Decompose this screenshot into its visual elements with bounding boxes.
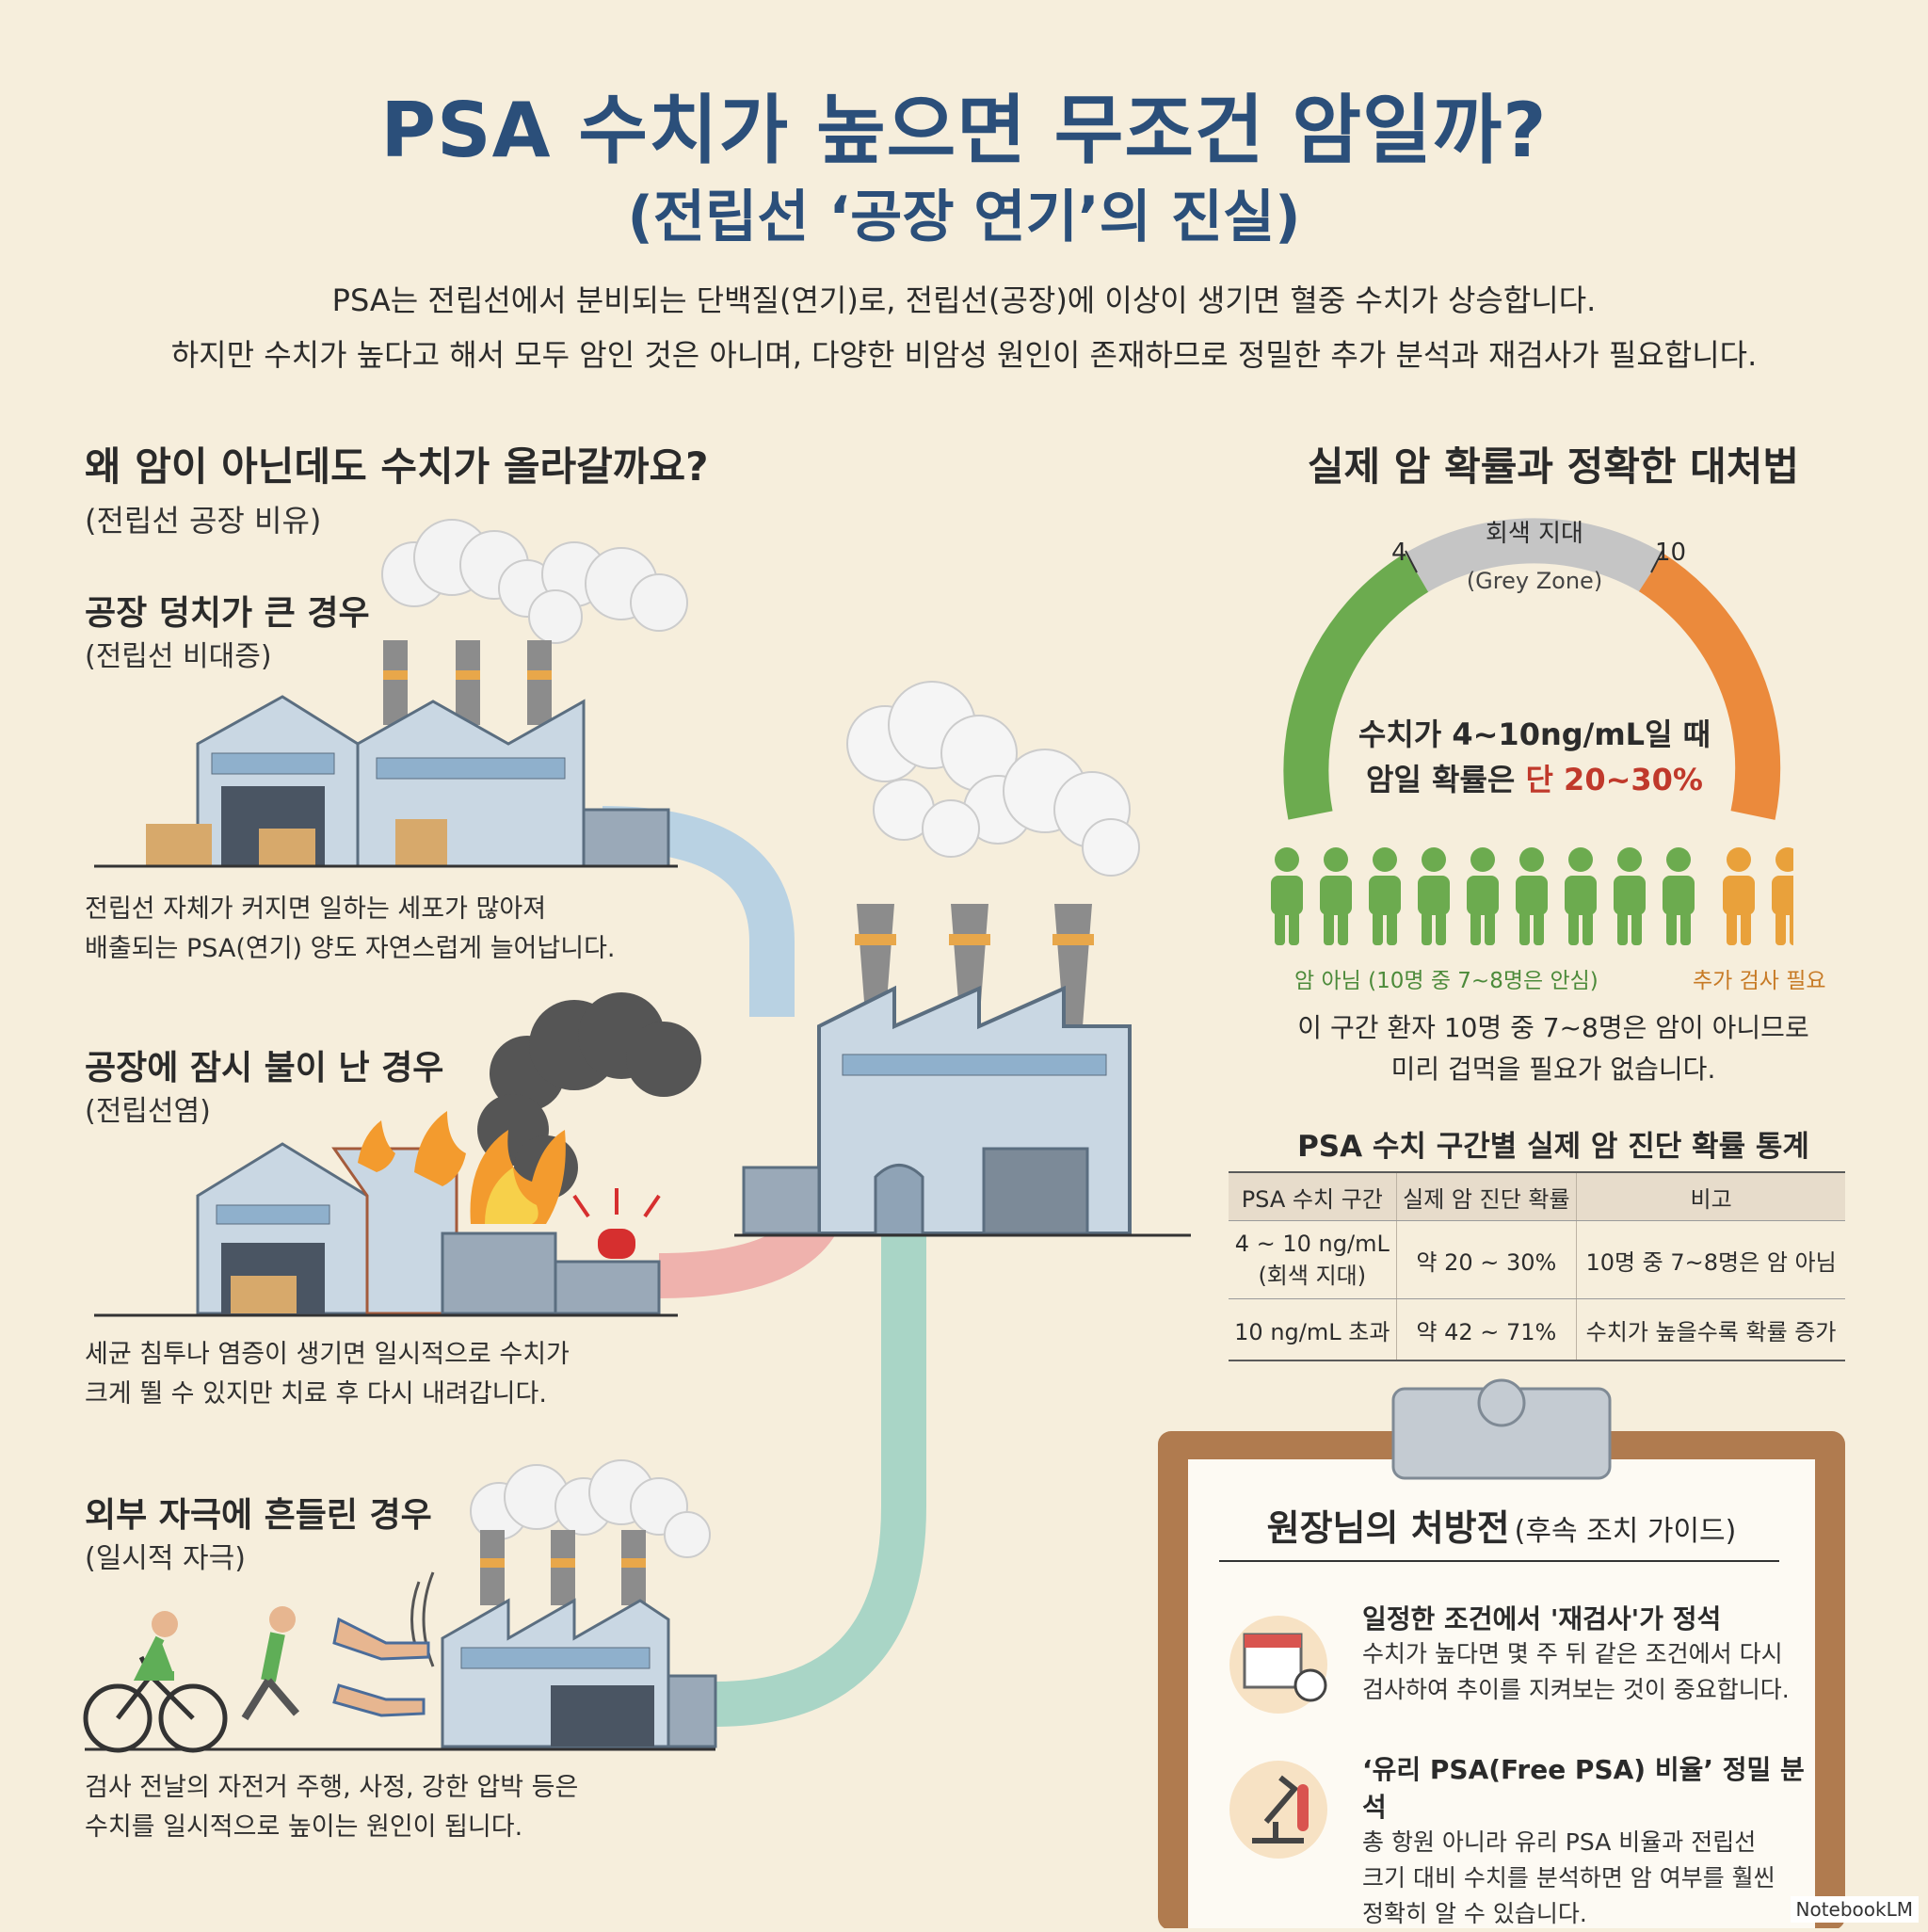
table-header-cell: 비고 (1576, 1171, 1845, 1221)
case-3-desc-line-2: 수치를 일시적으로 높이는 원인이 됩니다. (85, 1812, 523, 1842)
case-1-desc-line-1: 전립선 자체가 커지면 일하는 세포가 많아져 (85, 894, 547, 924)
case-3-desc-line-1: 검사 전날의 자전거 주행, 사정, 강한 압박 등은 (85, 1773, 579, 1802)
person-check-icon (1723, 847, 1755, 945)
person-safe-icon (1369, 847, 1401, 945)
case-1-subtitle: (전립선 비대증) (85, 640, 272, 673)
rx-item-2: ‘유리 PSA(Free PSA) 비율’ 정밀 분석 총 항원 아니라 유리 … (1362, 1749, 1814, 1932)
person-safe-icon (1614, 847, 1646, 945)
clipboard-title-main: 원장님의 처방전 (1266, 1507, 1510, 1549)
check-label: 추가 검사 필요 (1693, 969, 1826, 993)
factory-shaken-illustration (83, 1459, 717, 1753)
gauge-caption-line-1: 수치가 4~10ng/mL일 때 (1358, 716, 1711, 752)
table-header-cell: 실제 암 진단 확률 (1395, 1171, 1577, 1221)
central-factory-illustration (734, 681, 1191, 1237)
rx-item-2-line-1: 총 항원 아니라 유리 PSA 비율과 전립선 (1362, 1828, 1757, 1856)
gauge-orange-segment (1638, 553, 1781, 820)
rx-item-1-title: 일정한 조건에서 '재검사'가 정석 (1362, 1603, 1722, 1634)
table-cell-note: 10명 중 7~8명은 암 아님 (1576, 1220, 1845, 1299)
person-safe-icon (1418, 847, 1450, 945)
people-note-line-2: 미리 겁먹을 필요가 없습니다. (1390, 1054, 1716, 1085)
people-figures (1271, 847, 1804, 945)
pushing-hands-icon (332, 1617, 430, 1717)
rx-item-1-line-2: 검사하여 추이를 지켜보는 것이 중요합니다. (1362, 1676, 1790, 1703)
table-cell-prob: 약 20 ~ 30% (1395, 1220, 1577, 1299)
rx-item-1: 일정한 조건에서 '재검사'가 정석 수치가 높다면 몇 주 뒤 같은 조건에서… (1362, 1599, 1814, 1708)
range-line-2: (회색 지대) (1258, 1262, 1367, 1289)
rx-item-1-line-1: 수치가 높다면 몇 주 뒤 같은 조건에서 다시 (1362, 1640, 1783, 1667)
page-subtitle: (전립선 ‘공장 연기’의 진실) (627, 185, 1301, 250)
person-check-icon (1772, 847, 1804, 945)
table-row: 10 ng/mL 초과 약 42 ~ 71% 수치가 높을수록 확률 증가 (1229, 1298, 1845, 1361)
case-3-desc: 검사 전날의 자전거 주행, 사정, 강한 압박 등은 수치를 일시적으로 높이… (85, 1768, 578, 1847)
gauge-green-segment (1283, 553, 1429, 820)
case-2-desc-line-1: 세균 침투나 염증이 생기면 일시적으로 수치가 (85, 1340, 570, 1369)
teal-pipe (715, 1196, 926, 1727)
person-safe-icon (1516, 847, 1548, 945)
left-heading: 왜 암이 아닌데도 수치가 올라갈까요? (85, 443, 709, 490)
table-row: 4 ~ 10 ng/mL (회색 지대) 약 20 ~ 30% 10명 중 7~… (1229, 1220, 1845, 1299)
people-note: 이 구간 환자 10명 중 7~8명은 암이 아니므로 미리 겁먹을 필요가 없… (1224, 1007, 1883, 1090)
table-header-cell: PSA 수치 구간 (1229, 1171, 1397, 1221)
psa-stats-table: PSA 수치 구간 실제 암 진단 확률 비고 4 ~ 10 ng/mL (회색… (1229, 1171, 1845, 1361)
intro-text: PSA는 전립선에서 분비되는 단백질(연기)로, 전립선(공장)에 이상이 생… (56, 273, 1872, 382)
gauge-caption-prefix: 암일 확률은 (1365, 762, 1526, 797)
right-heading: 실제 암 확률과 정확한 대처법 (1307, 443, 1800, 490)
intro-line-2: 하지만 수치가 높다고 해서 모두 암인 것은 아니며, 다양한 비암성 원인이… (170, 337, 1758, 373)
people-note-line-1: 이 구간 환자 10명 중 7~8명은 암이 아니므로 (1297, 1012, 1809, 1043)
person-safe-icon (1565, 847, 1597, 945)
table-cell-note: 수치가 높을수록 확률 증가 (1576, 1298, 1845, 1361)
case-2-subtitle: (전립선염) (85, 1095, 211, 1128)
gauge-grey-segment (1405, 518, 1663, 592)
case-2-title: 공장에 잠시 불이 난 경우 (85, 1049, 444, 1087)
psa-gauge (1283, 518, 1781, 820)
left-subheading: (전립선 공장 비유) (85, 503, 322, 539)
grey-zone-label: 회색 지대 (1486, 520, 1583, 548)
grey-zone-label-en: (Grey Zone) (1466, 568, 1603, 594)
page-title: PSA 수치가 높으면 무조건 암일까? (380, 87, 1548, 174)
table-cell-prob: 약 42 ~ 71% (1395, 1298, 1577, 1361)
gauge-tick-10: 10 (1655, 539, 1687, 567)
safe-label: 암 아님 (10명 중 7~8명은 안심) (1294, 969, 1599, 993)
people-row (1266, 845, 1804, 949)
rx-item-2-line-3: 정확히 알 수 있습니다. (1362, 1900, 1587, 1927)
gauge-caption: 수치가 4~10ng/mL일 때 암일 확률은 단 20~30% (1318, 712, 1751, 802)
person-safe-icon (1271, 847, 1303, 945)
cyclist-icon (83, 1611, 228, 1753)
table-cell-range: 4 ~ 10 ng/mL (회색 지대) (1229, 1220, 1397, 1299)
gauge-tick-4: 4 (1391, 539, 1407, 567)
gauge-caption-highlight: 단 20~30% (1525, 762, 1703, 797)
person-safe-icon (1663, 847, 1695, 945)
case-2-desc-line-2: 크게 뛸 수 있지만 치료 후 다시 내려갑니다. (85, 1379, 547, 1409)
factory-fire-illustration (94, 992, 701, 1317)
person-safe-icon (1467, 847, 1499, 945)
case-2-desc: 세균 침투나 염증이 생기면 일시적으로 수치가 크게 뛸 수 있지만 치료 후… (85, 1335, 570, 1414)
table-title: PSA 수치 구간별 실제 암 진단 확률 통계 (1297, 1130, 1809, 1164)
table-cell-range: 10 ng/mL 초과 (1229, 1298, 1397, 1361)
factory-large-illustration (94, 519, 688, 868)
case-3-subtitle: (일시적 자극) (85, 1542, 246, 1575)
clipboard-title-sub: (후속 조치 가이드) (1514, 1515, 1737, 1548)
range-line-1: 4 ~ 10 ng/mL (1234, 1230, 1390, 1257)
clipboard-title: 원장님의 처방전 (후속 조치 가이드) (1188, 1499, 1815, 1551)
intro-line-1: PSA는 전립선에서 분비되는 단백질(연기)로, 전립선(공장)에 이상이 생… (331, 282, 1597, 318)
case-3-title: 외부 자극에 흔들린 경우 (85, 1496, 432, 1535)
case-1-desc-line-2: 배출되는 PSA(연기) 양도 자연스럽게 늘어납니다. (85, 934, 616, 963)
case-1-desc: 전립선 자체가 커지면 일하는 세포가 많아져 배출되는 PSA(연기) 양도 … (85, 890, 616, 969)
clipboard (1158, 1378, 1845, 1928)
rx-item-2-title: ‘유리 PSA(Free PSA) 비율’ 정밀 분석 (1362, 1754, 1805, 1823)
table-header-row: PSA 수치 구간 실제 암 진단 확률 비고 (1229, 1171, 1845, 1221)
runner-icon (241, 1606, 300, 1721)
person-safe-icon (1320, 847, 1352, 945)
brand-badge: NotebookLM (1790, 1896, 1919, 1923)
rx-item-2-line-2: 크기 대비 수치를 분석하면 암 여부를 훨씬 (1362, 1864, 1775, 1892)
case-1-title: 공장 덩치가 큰 경우 (85, 594, 370, 633)
